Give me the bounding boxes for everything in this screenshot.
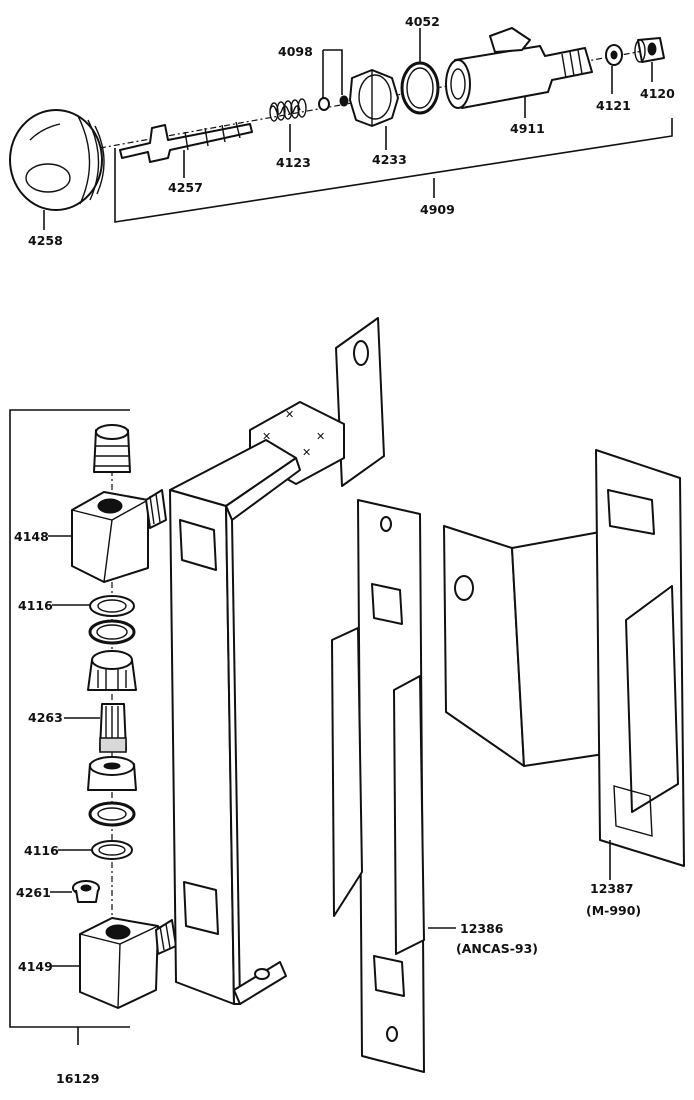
bracket-12387: [443, 449, 685, 880]
label-4909: 4909: [420, 202, 455, 217]
label-4098: 4098: [278, 44, 313, 59]
fitting-stack: [9, 409, 177, 1045]
label-12387: 12387: [590, 881, 634, 896]
part-4121-washer: [605, 44, 623, 66]
part-4098-washers: [318, 95, 349, 111]
strike-plate-12386: [331, 499, 456, 1073]
part-4120-capnut: [634, 37, 665, 63]
svg-text:✕: ✕: [302, 446, 311, 459]
label-4911: 4911: [510, 121, 545, 136]
label-4116-a: 4116: [18, 598, 53, 613]
label-4148: 4148: [14, 529, 49, 544]
label-4263: 4263: [28, 710, 63, 725]
label-4258: 4258: [28, 233, 63, 248]
part-4148-tee: [71, 489, 167, 583]
part-4261-plug: [72, 880, 100, 903]
label-4123: 4123: [276, 155, 311, 170]
svg-text:✕: ✕: [262, 430, 271, 443]
part-4149-elbow: [79, 917, 177, 1009]
part-4116-washer-a: [88, 595, 136, 645]
labels: 4052 4098 4121 4120 4911 4257 4123 4233 …: [14, 14, 675, 1086]
part-4263-filter: [99, 703, 127, 753]
label-4233: 4233: [372, 152, 407, 167]
label-12387-sub: (M-990): [586, 903, 641, 918]
label-4149: 4149: [18, 959, 53, 974]
part-4258-knob: [9, 109, 105, 211]
part-4116-washer-b: [88, 801, 136, 860]
part-4123-spring: [269, 98, 307, 122]
part-4911-body: [445, 27, 593, 109]
label-12386-sub: (ANCAS-93): [456, 941, 538, 956]
label-4121: 4121: [596, 98, 631, 113]
part-nipple-top: [93, 424, 131, 473]
part-4233-nut: [349, 69, 399, 127]
part-4052-oring: [400, 61, 440, 115]
label-4052: 4052: [405, 14, 440, 29]
part-nut-lower: [87, 756, 137, 791]
label-4261: 4261: [16, 885, 51, 900]
svg-text:✕: ✕: [285, 408, 294, 421]
label-4116-b: 4116: [24, 843, 59, 858]
label-12386: 12386: [460, 921, 504, 936]
label-16129: 16129: [56, 1071, 100, 1086]
valve-assembly: [9, 27, 673, 230]
long-bracket: ✕ ✕ ✕ ✕: [169, 317, 385, 1005]
part-nut-upper: [87, 650, 137, 691]
part-4257-stem: [119, 121, 253, 163]
label-4120: 4120: [640, 86, 675, 101]
svg-text:✕: ✕: [316, 430, 325, 443]
label-4257: 4257: [168, 180, 203, 195]
